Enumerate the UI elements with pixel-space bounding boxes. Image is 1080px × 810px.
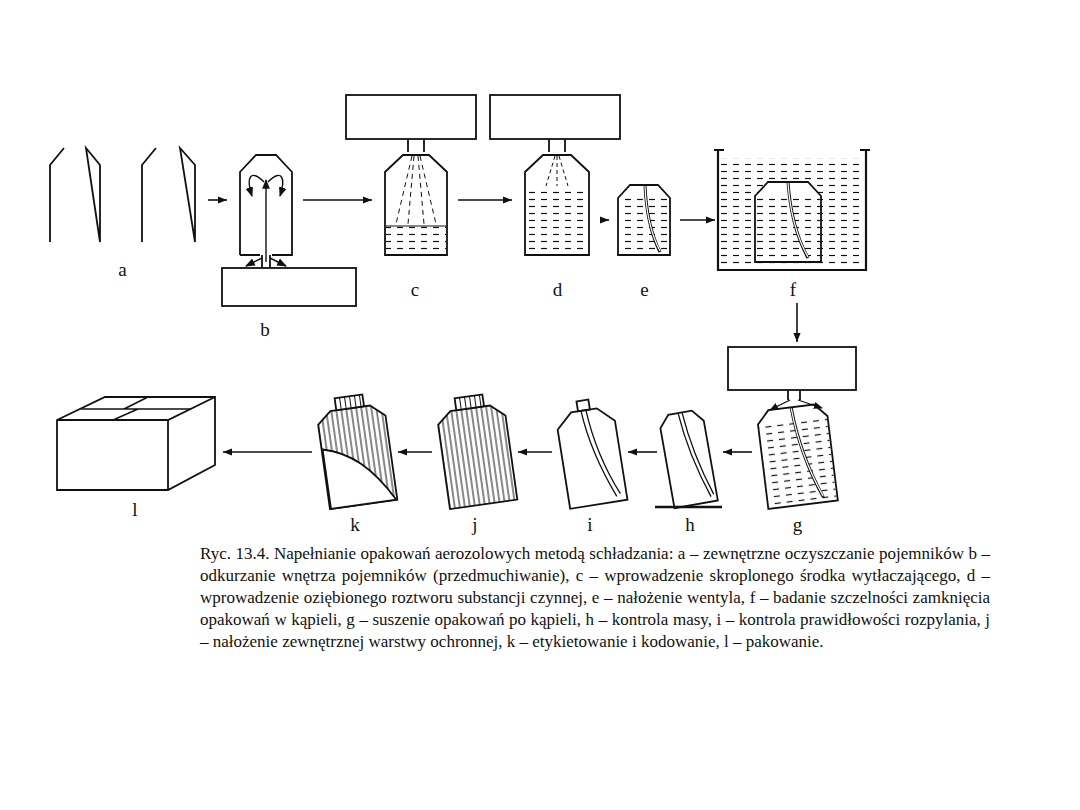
step-area: i <box>555 405 625 535</box>
step-letter: g <box>793 515 803 535</box>
liquid <box>759 416 837 508</box>
step-area: g <box>755 345 840 535</box>
nozzle <box>262 255 270 268</box>
container <box>436 404 517 510</box>
dip-tube <box>645 186 660 251</box>
nozzle <box>549 139 565 152</box>
container <box>618 185 670 255</box>
liquid <box>386 226 446 254</box>
dip-tube <box>678 409 714 499</box>
cap-ridges <box>340 395 361 410</box>
spray <box>396 156 436 224</box>
container <box>316 404 397 510</box>
air-flow <box>249 175 264 196</box>
step-area: j <box>435 395 515 535</box>
dip-tube <box>791 405 823 500</box>
liquid <box>619 198 669 254</box>
carton-flaps <box>81 397 191 420</box>
flow-arrow <box>628 451 657 453</box>
figure-caption: Ryc. 13.4. Napełnianie opakowań aerozolo… <box>200 543 990 653</box>
air-flow <box>246 258 262 266</box>
air-flow <box>270 258 286 266</box>
flow-arrow <box>398 451 432 453</box>
nozzle <box>788 390 800 400</box>
step-area: d <box>515 150 600 300</box>
dip-tube <box>581 407 621 500</box>
container <box>555 406 627 509</box>
cap <box>455 394 484 410</box>
step-letter: h <box>685 515 695 535</box>
dip-tube <box>788 182 808 258</box>
step-letter: f <box>790 280 796 300</box>
spray <box>546 156 568 186</box>
container <box>525 155 589 255</box>
step-area: h <box>660 405 720 535</box>
container <box>755 182 821 262</box>
test-bath <box>714 150 870 270</box>
step-letter: d <box>553 280 563 300</box>
container <box>756 403 837 509</box>
dip-tube <box>645 185 660 252</box>
step-letter: a <box>118 260 126 280</box>
flow-arrow <box>680 219 715 221</box>
valve <box>576 400 589 412</box>
blower-unit <box>222 268 356 306</box>
air-flow <box>268 175 283 196</box>
nozzle <box>408 139 424 152</box>
label-sticker <box>323 440 397 509</box>
carton-box <box>57 397 215 490</box>
step-area: f <box>718 145 868 300</box>
step-area: a <box>40 140 205 280</box>
step-letter: l <box>132 500 137 520</box>
step-letter: b <box>260 320 270 340</box>
cap-ridges <box>460 395 481 410</box>
liquid <box>526 188 588 254</box>
filling-unit <box>490 95 620 139</box>
scale-platform <box>655 506 722 509</box>
step-letter: c <box>411 280 419 300</box>
flow-arrow <box>796 303 798 342</box>
dip-tube <box>788 183 808 257</box>
container <box>142 148 195 242</box>
container <box>50 148 100 242</box>
bath-water <box>720 158 864 268</box>
dip-tube <box>791 406 823 499</box>
filling-unit <box>346 95 476 139</box>
flow-arrow <box>603 219 609 221</box>
step-area: e <box>612 180 677 300</box>
liquid <box>756 196 820 261</box>
container <box>658 409 717 508</box>
step-letter: j <box>472 515 477 535</box>
step-area: l <box>50 390 220 520</box>
step-letter: i <box>587 515 592 535</box>
flow-arrow <box>723 451 752 453</box>
flow-arrow <box>208 199 227 201</box>
step-letter: k <box>350 515 360 535</box>
flow-arrow <box>223 451 312 453</box>
step-area: c <box>375 150 455 300</box>
container <box>385 155 447 255</box>
step-letter: e <box>640 280 648 300</box>
flow-arrow <box>303 199 372 201</box>
step-area: b <box>230 150 300 340</box>
flow-arrow <box>458 199 512 201</box>
air-flow <box>265 180 266 262</box>
cap <box>335 394 364 410</box>
step-area: k <box>315 395 395 535</box>
dryer-unit <box>728 347 856 390</box>
flow-arrow <box>518 451 552 453</box>
